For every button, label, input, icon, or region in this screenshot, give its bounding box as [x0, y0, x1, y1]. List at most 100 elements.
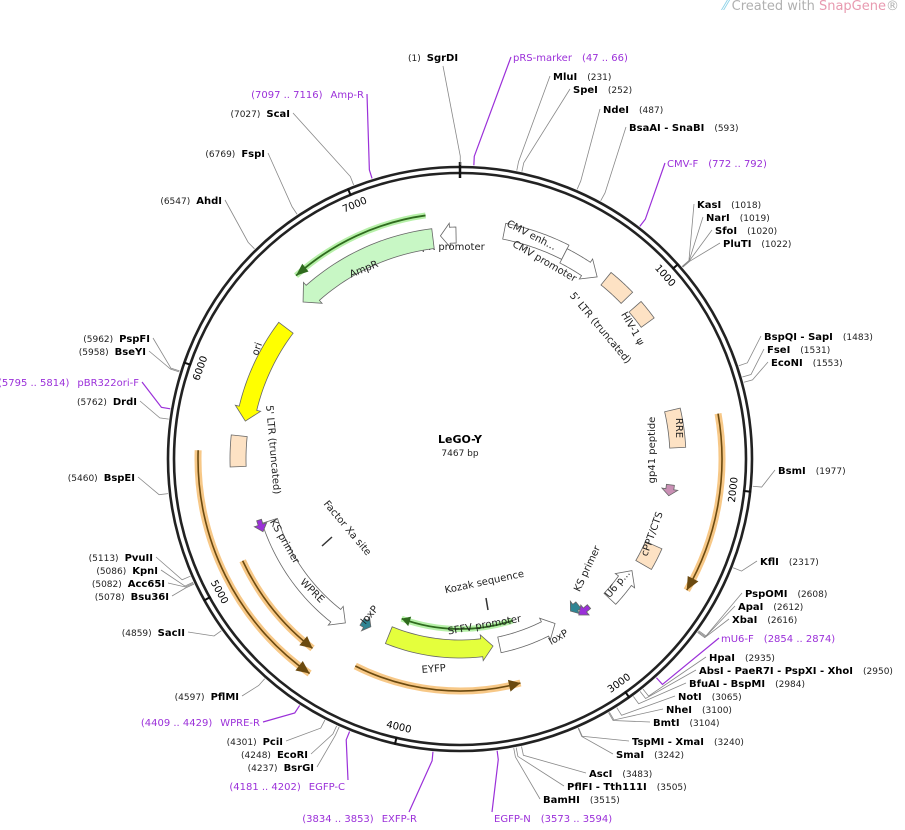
restriction-site-label[interactable]: BamHI(3515): [543, 795, 620, 806]
restriction-site-label[interactable]: (5958)BseYI: [79, 347, 146, 358]
primer-range: (5795 .. 5814): [0, 378, 69, 389]
restriction-site-label[interactable]: PspOMI(2608): [745, 589, 827, 600]
leader-line: [160, 569, 194, 587]
feature-loxp[interactable]: [359, 615, 372, 632]
restriction-site-label[interactable]: NarI(1019): [706, 213, 770, 224]
restriction-site-label[interactable]: HpaI(2935): [709, 653, 775, 664]
restriction-site-label[interactable]: (4597)PflMI: [175, 692, 239, 703]
feature-ks-primer[interactable]: [578, 604, 592, 616]
restriction-site-label[interactable]: BmtI(3104): [653, 718, 719, 729]
restriction-site-label[interactable]: (4301)PciI: [227, 737, 283, 748]
restriction-site-label[interactable]: NotI(3065): [678, 692, 742, 703]
feature-hiv-1[interactable]: [628, 300, 655, 328]
restriction-site-label[interactable]: FseI(1531): [767, 345, 830, 356]
leader-line: [639, 162, 666, 227]
orf-arc[interactable]: [683, 413, 726, 592]
site-name: AscI: [589, 769, 612, 780]
leader-line: [148, 350, 180, 373]
restriction-site-label[interactable]: AscI(3483): [589, 769, 652, 780]
feature-cppt-cts[interactable]: [635, 540, 663, 571]
site-name: SpeI: [573, 85, 598, 96]
restriction-site-label[interactable]: SmaI(3242): [616, 750, 684, 761]
primer-label[interactable]: (5795 .. 5814)pBR322ori-F: [0, 378, 139, 389]
restriction-site-label[interactable]: ApaI(2612): [738, 602, 803, 613]
restriction-site-label[interactable]: PflFI - Tth111I(3505): [567, 782, 687, 793]
restriction-site-label[interactable]: EcoNI(1553): [771, 358, 843, 369]
feature-eyfp[interactable]: [384, 626, 494, 662]
feature-sffv-promoter[interactable]: [497, 617, 556, 654]
primer-label[interactable]: (4181 .. 4202)EGFP-C: [229, 782, 345, 793]
primer-label[interactable]: CMV-F(772 .. 792): [667, 159, 767, 170]
primer-label[interactable]: mU6-F(2854 .. 2874): [721, 634, 835, 645]
restriction-site-label[interactable]: (5460)BspEI: [68, 473, 135, 484]
ring-tick: [624, 690, 631, 699]
leader-line: [639, 669, 697, 700]
restriction-site-label[interactable]: SfoI(1020): [715, 226, 777, 237]
restriction-site-label[interactable]: (5113)PvuII: [89, 553, 153, 564]
restriction-site-label[interactable]: KflI(2317): [760, 557, 819, 568]
site-position: (252): [608, 86, 632, 96]
feature-ks-primer[interactable]: [253, 518, 268, 533]
site-position: (2984): [775, 680, 805, 690]
site-position: (487): [639, 106, 663, 116]
restriction-site-label[interactable]: (5082)Acc65I: [92, 579, 165, 590]
primer-label[interactable]: EGFP-N(3573 .. 3594): [494, 814, 612, 825]
feature-wpre[interactable]: [261, 517, 346, 626]
site-position: (4248): [241, 751, 271, 761]
restriction-site-label[interactable]: SpeI (252): [573, 85, 632, 96]
site-position: (593): [714, 124, 738, 134]
leader-line: [167, 582, 194, 588]
site-position: (3242): [654, 751, 684, 761]
restriction-site-label[interactable]: BsmI(1977): [778, 466, 846, 477]
restriction-site-label[interactable]: (5962)PspFI: [83, 334, 150, 345]
site-position: (3104): [690, 719, 720, 729]
feature-gp41-peptide[interactable]: [660, 483, 679, 497]
site-name: KasI: [697, 200, 721, 211]
leader-line: [743, 361, 769, 383]
leader-line: [241, 678, 265, 697]
feature-u6-p[interactable]: [603, 570, 636, 605]
restriction-site-label[interactable]: (6769)FspI: [205, 149, 265, 160]
site-position: (5086): [96, 567, 126, 577]
leader-line: [187, 630, 222, 637]
restriction-site-label[interactable]: (4859)SacII: [122, 628, 185, 639]
restriction-site-label[interactable]: NdeI(487): [603, 105, 663, 116]
restriction-site-label[interactable]: (5078)Bsu36I: [95, 592, 169, 603]
primer-label[interactable]: (4409 .. 4429)WPRE-R: [141, 718, 260, 729]
restriction-site-label[interactable]: KasI(1018): [697, 200, 761, 211]
leader-line: [155, 556, 191, 581]
primer-label[interactable]: (7097 .. 7116)Amp-R: [251, 90, 364, 101]
restriction-site-label[interactable]: XbaI(2616): [732, 615, 797, 626]
primer-range: (4181 .. 4202): [229, 782, 301, 793]
restriction-site-label[interactable]: BspQI - SapI(1483): [764, 332, 873, 343]
site-position: (2608): [797, 590, 827, 600]
restriction-site-label[interactable]: (6547)AhdI: [160, 196, 222, 207]
restriction-site-label[interactable]: (1)SgrDI: [408, 53, 458, 64]
feature-rre[interactable]: [664, 407, 687, 449]
restriction-site-label[interactable]: NheI(3100): [666, 705, 732, 716]
leader-line: [345, 731, 351, 781]
site-name: PvuII: [125, 553, 153, 564]
restriction-site-label[interactable]: AbsI - PaeR7I - PspXI - XhoI(2950): [699, 666, 893, 677]
feature-5-ltr-truncated[interactable]: [229, 434, 248, 468]
ring-tick: [203, 596, 212, 602]
restriction-site-label[interactable]: (5762)DrdI: [77, 397, 137, 408]
feature-cmv-promoter[interactable]: [559, 248, 598, 280]
feature-ampr-promoter[interactable]: [439, 222, 457, 249]
restriction-site-label[interactable]: BsaAI - SnaBI(593): [629, 123, 739, 134]
restriction-site-label[interactable]: BfuAI - BspMI(2984): [689, 679, 805, 690]
site-name: AhdI: [196, 196, 222, 207]
primer-label[interactable]: pRS-marker(47 .. 66): [513, 53, 628, 64]
feature-5-ltr-truncated[interactable]: [600, 271, 634, 304]
restriction-site-label[interactable]: (5086)KpnI: [96, 566, 158, 577]
feature-ori[interactable]: [234, 321, 294, 422]
restriction-site-label[interactable]: (7027)ScaI: [230, 109, 290, 120]
feature-ampr[interactable]: [302, 228, 435, 304]
restriction-site-label[interactable]: MluI(231): [553, 72, 611, 83]
restriction-site-label[interactable]: TspMI - XmaI(3240): [632, 737, 744, 748]
primer-range: (4409 .. 4429): [141, 718, 213, 729]
restriction-site-label[interactable]: PluTI(1022): [723, 239, 791, 250]
restriction-site-label[interactable]: (4248)EcoRI: [241, 750, 308, 761]
primer-label[interactable]: (3834 .. 3853)EXFP-R: [302, 814, 417, 825]
restriction-site-label[interactable]: (4237)BsrGI: [248, 763, 314, 774]
